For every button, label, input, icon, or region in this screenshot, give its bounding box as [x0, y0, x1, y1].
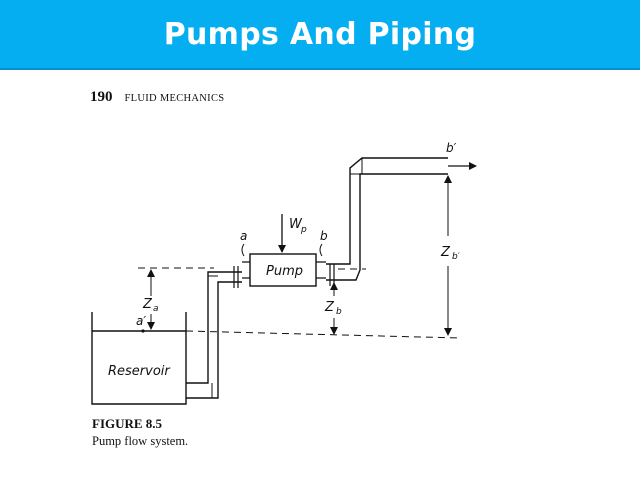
zb-subscript: b — [336, 307, 342, 317]
zb-label: Z — [324, 300, 335, 315]
surface-point-dot — [141, 329, 145, 333]
za-label: Z — [142, 297, 153, 312]
work-label: W — [289, 217, 303, 232]
inlet-label: a — [240, 229, 247, 243]
discharge-pipe — [326, 157, 448, 281]
outlet-label: b — [320, 229, 328, 243]
outlet-leader — [319, 243, 323, 257]
work-subscript: p — [300, 225, 307, 235]
pump-label: Pump — [266, 264, 303, 279]
reservoir-level-datum — [185, 330, 461, 339]
exit-label: b′ — [446, 141, 457, 155]
za-subscript: a — [153, 304, 159, 314]
surface-point-label: a′ — [136, 314, 146, 328]
figure-description: Pump flow system. — [92, 434, 189, 448]
figure-caption: FIGURE 8.5 Pump flow system. — [92, 416, 188, 449]
title-banner: Pumps And Piping — [0, 0, 640, 70]
reservoir-label: Reservoir — [108, 364, 171, 379]
suction-pipe — [186, 271, 242, 399]
zbp-subscript: b′ — [452, 252, 460, 262]
reservoir-tank — [91, 312, 187, 405]
pump-nozzles — [242, 261, 326, 279]
inlet-leader — [241, 243, 245, 257]
page-header: 190 FLUID MECHANICS — [90, 88, 224, 106]
pump-body — [249, 253, 317, 287]
zbp-label: Z — [440, 245, 451, 260]
page-number: 190 — [90, 89, 113, 105]
figure-label: FIGURE 8.5 — [92, 416, 163, 431]
slide-title: Pumps And Piping — [163, 16, 477, 52]
page-running-head: FLUID MECHANICS — [124, 93, 225, 104]
